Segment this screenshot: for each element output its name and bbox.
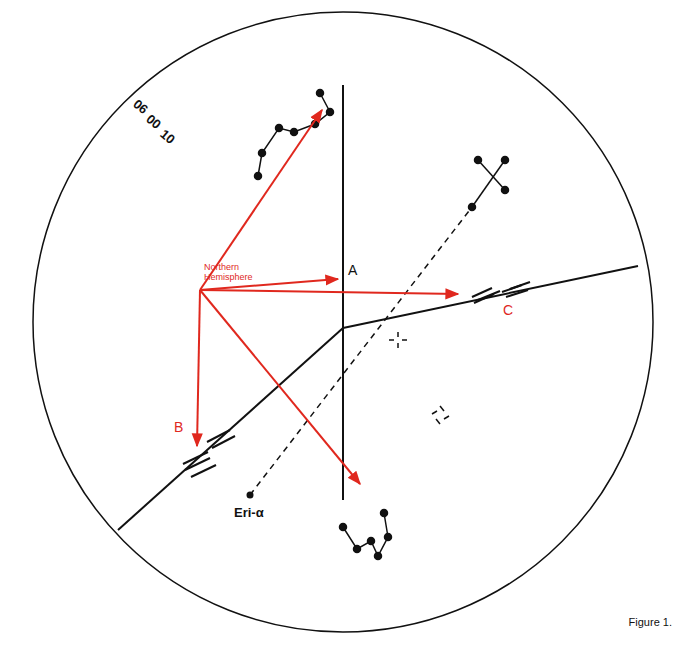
tick-marks bbox=[183, 282, 530, 477]
sky-circle bbox=[33, 12, 653, 632]
point-label: C bbox=[503, 303, 513, 318]
point-label: B bbox=[174, 420, 183, 435]
pointer-arrows bbox=[197, 110, 458, 484]
hemisphere-label: Northern Hemisphere bbox=[204, 263, 262, 283]
hour-number: 06 bbox=[130, 97, 150, 117]
point-label: A bbox=[348, 263, 357, 278]
constellation-bottom bbox=[340, 510, 392, 560]
horizon-line bbox=[118, 328, 343, 530]
constellation-cross bbox=[469, 157, 509, 211]
horizon-line bbox=[343, 266, 638, 328]
hour-number: 00 bbox=[143, 112, 163, 132]
constellation-top bbox=[255, 90, 334, 180]
star-label: Eri-α bbox=[234, 506, 264, 520]
star-crosses bbox=[389, 332, 449, 424]
figure-caption: Figure 1. bbox=[629, 616, 672, 628]
dashed-axis bbox=[250, 207, 472, 495]
star-dot bbox=[247, 492, 254, 499]
hour-number: 10 bbox=[157, 127, 177, 147]
